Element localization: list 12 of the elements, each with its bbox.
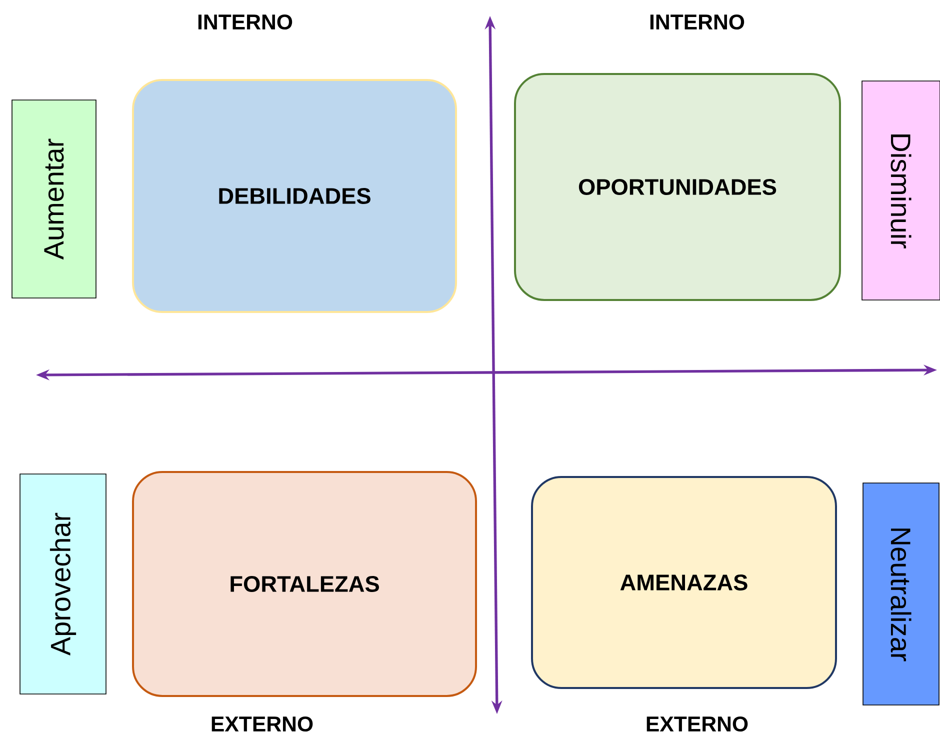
action-box: Aprovechar [20,474,106,694]
quadrant-box: AMENAZAS [531,476,837,689]
action-box: Disminuir [862,80,940,300]
quadrant-box: OPORTUNIDADES [514,73,841,301]
quadrant-box: DEBILIDADES [132,78,457,313]
axis-label: EXTERNO [212,716,313,732]
axis-label: INTERNO [650,14,744,30]
axis-label: EXTERNO [646,716,748,732]
axis-label: INTERNO [198,14,292,30]
quadrant-box: FORTALEZAS [132,470,477,697]
action-box: Neutralizar [862,482,940,706]
action-box: Aumentar [12,100,96,298]
